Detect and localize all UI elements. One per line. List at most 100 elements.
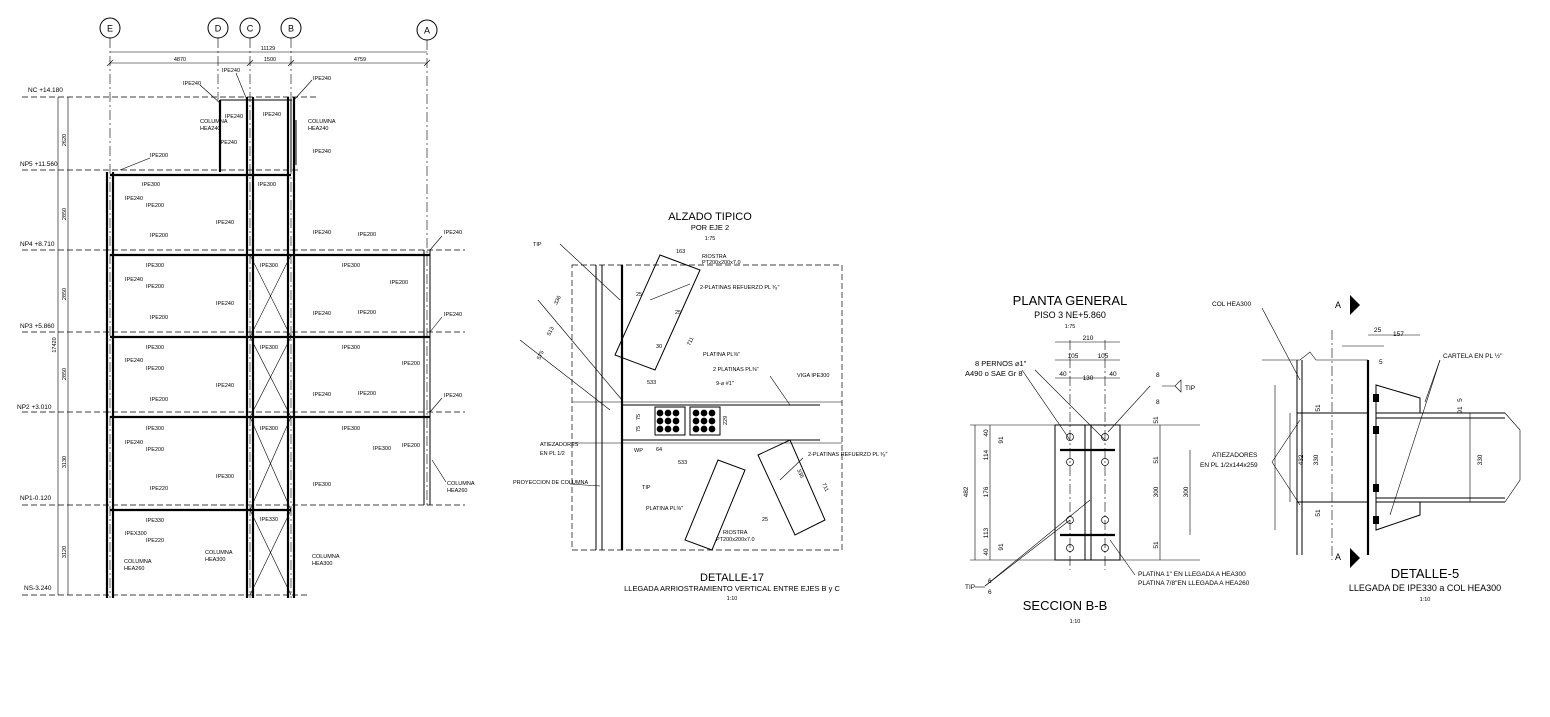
cut-label: A (1335, 300, 1341, 310)
dim: 91 (998, 543, 1005, 551)
stiffener-note: ATIEZADORES (1212, 452, 1258, 459)
member-label: IPE240 (313, 392, 331, 398)
member-label: IPE240 (313, 76, 331, 82)
total-height-dim: 17420 (52, 337, 58, 352)
level-label: NP2 +3.010 (17, 404, 52, 411)
dim: 711 (820, 482, 829, 492)
plan-dims: 210 105 105 40 130 40 40 91 114 176 113 … (963, 335, 1190, 556)
member-label: IPE330 (260, 517, 278, 523)
member-label: COLUMNA (200, 119, 228, 125)
bolt (1101, 458, 1109, 466)
dim: 229 (723, 416, 729, 425)
member-label: IPE220 (146, 538, 164, 544)
member-label: IPE240 (216, 220, 234, 226)
member-label: IPE240 (219, 140, 237, 146)
plate-note: PLATINA 1" EN LLEGADA A HEA300 (1138, 571, 1246, 578)
member-label: IPE240 (444, 230, 462, 236)
dim: 25 (675, 310, 681, 316)
label: PLATINA PL⅜" (646, 506, 683, 512)
member-label: IPE300 (260, 345, 278, 351)
member-label: IPE200 (390, 280, 408, 286)
member-label: IPE240 (313, 311, 331, 317)
weld-size: 8 (1156, 399, 1160, 406)
dim: 5 (1379, 359, 1383, 366)
member-label: IPE240 (225, 114, 243, 120)
plan-title: PLANTA GENERAL (1013, 293, 1128, 308)
bolt (700, 417, 708, 425)
dim: 114 (983, 449, 990, 460)
bolt (656, 417, 664, 425)
member-label: COLUMNA (124, 559, 152, 565)
member-label: COLUMNA (312, 554, 340, 560)
level-label: NP4 +8.710 (20, 241, 55, 248)
story-dim: 2850 (62, 288, 68, 300)
dim: 51 (1315, 404, 1322, 412)
bolt (700, 425, 708, 433)
dim: 336 (795, 468, 804, 479)
plan-scale: 1:75 (1065, 324, 1076, 330)
detail5-caption-title: DETALLE-5 (1391, 566, 1459, 581)
level-label: NC +14.180 (28, 87, 63, 94)
cut-arrow-icon (1350, 295, 1360, 315)
dim: 51 (1153, 541, 1160, 549)
dim: 91 (1457, 406, 1464, 414)
dim: 51 (1315, 509, 1322, 517)
story-dim: 2850 (62, 368, 68, 380)
dim: 163 (676, 249, 685, 255)
dim: 51 (1153, 416, 1160, 424)
story-dim: 3120 (62, 546, 68, 558)
axis-label: C (247, 24, 254, 34)
axis-label: E (107, 24, 113, 34)
detail5-caption-scale: 1:10 (1420, 597, 1431, 603)
bolt-holes (1066, 433, 1109, 552)
label: 2-PLATINAS REFUERZO PL ³⁄₈" (700, 285, 779, 291)
member-label: IPE240 (216, 383, 234, 389)
detail17-labels: RIOSTRA PT200x200x7.0 2-PLATINAS REFUERZ… (513, 242, 887, 543)
dim: 40 (1109, 371, 1117, 378)
dim: 30 (656, 344, 662, 350)
plan-subtitle: PISO 3 NE+5.860 (1034, 310, 1106, 320)
dim: 176 (983, 486, 990, 497)
section-b-b: PLANTA GENERAL PISO 3 NE+5.860 1:75 8 PE… (963, 293, 1250, 625)
bolt-group (656, 409, 716, 433)
level-label: NP5 +11.560 (20, 161, 58, 168)
member-label: IPE300 (342, 426, 360, 432)
dim: 513 (546, 326, 555, 337)
level-label: NP3 +5.860 (20, 323, 55, 330)
bolt (1373, 516, 1379, 524)
member-label: IPE300 (146, 426, 164, 432)
bolt (708, 409, 716, 417)
member-label: IPE330 (146, 518, 164, 524)
dim: 51 (1153, 456, 1160, 464)
label: PLATINA PL⅜" (703, 352, 740, 358)
bolt (708, 417, 716, 425)
member-label: IPE240 (125, 196, 143, 202)
member-label: COLUMNA (447, 481, 475, 487)
member-label: IPE300 (373, 446, 391, 452)
bolt (1373, 394, 1379, 402)
detail17-caption-scale: 1:10 (727, 596, 738, 602)
bolts-grade: A490 o SAE Gr 8 (965, 369, 1023, 378)
level-label: NS-3.240 (24, 585, 52, 592)
bolts-note: 8 PERNOS ⌀1" (975, 359, 1027, 368)
label: PROYECCION DE COLUMNA (513, 480, 589, 486)
dim: 432 (1298, 454, 1305, 465)
weld-size: 6 (988, 578, 992, 585)
weld-tip: TIP (965, 584, 975, 591)
bolt (672, 425, 680, 433)
dim: 25 (1374, 327, 1382, 334)
dim: 336 (553, 295, 562, 306)
member-label: HEA300 (205, 557, 226, 563)
dim: 75 (636, 426, 642, 432)
label: 2 PLATINAS PL⅜" (713, 367, 759, 373)
dim: 91 (998, 436, 1005, 444)
member-label: IPE200 (150, 397, 168, 403)
member-label: HEA260 (447, 488, 468, 494)
label: RIOSTRA (723, 530, 748, 536)
member-label: IPE240 (183, 81, 201, 87)
dim: 25 (762, 517, 768, 523)
stiffener-size: EN PL 1/2x144x259 (1200, 462, 1258, 469)
member-label: COLUMNA (205, 550, 233, 556)
bolt (1066, 458, 1074, 466)
